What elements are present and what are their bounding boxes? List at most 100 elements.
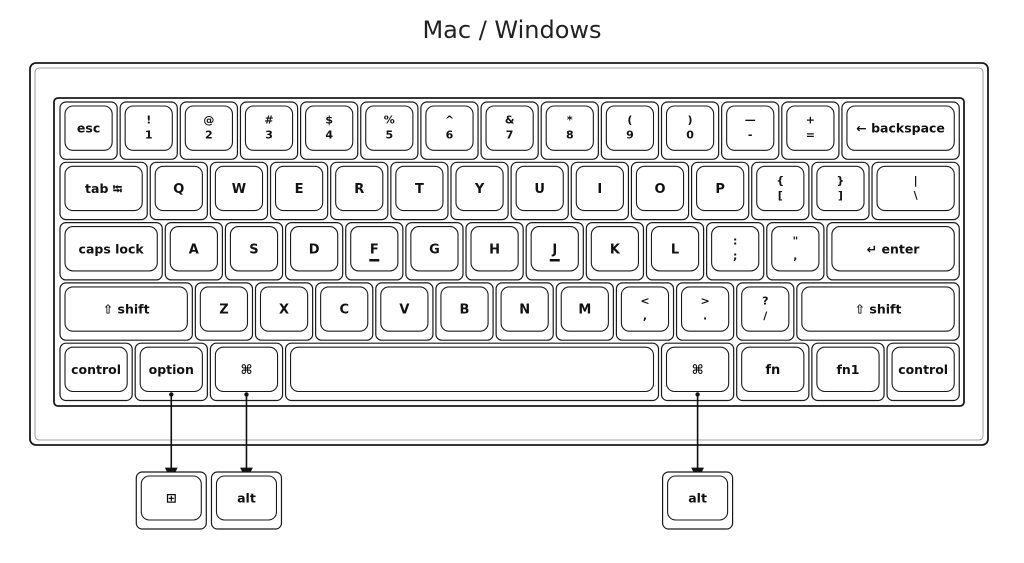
key-legend: S (249, 242, 258, 257)
key-legend: F (370, 242, 379, 257)
key-3: #3 (239, 101, 299, 160)
key-u: U (510, 161, 569, 221)
key-legend: R (354, 182, 364, 197)
key-top-legend: ? (762, 295, 768, 308)
key-y: Y (450, 161, 509, 221)
key-capslock: caps lock (59, 222, 163, 281)
key-rcmd: ⌘ (660, 342, 735, 402)
key-legend: T (415, 182, 424, 197)
key-legend: fn (765, 363, 780, 378)
key-p: P (690, 161, 750, 221)
key-f: F (345, 222, 404, 281)
key-fn1: fn1 (811, 342, 885, 402)
key-legend: M (578, 303, 591, 318)
key-s: S (224, 222, 284, 281)
key-esc: esc (59, 101, 118, 160)
key-legend: X (279, 303, 289, 318)
key-c: C (315, 282, 374, 341)
key-bottom-legend: ] (838, 189, 843, 202)
key-top-legend: > (701, 295, 710, 308)
key-a: A (164, 222, 224, 281)
key-legend: control (898, 362, 948, 377)
key-5: %5 (360, 101, 419, 160)
key-legend: ↵ enter (867, 241, 921, 256)
key-legend: ⌘ (240, 363, 252, 378)
key-option: option (134, 342, 208, 402)
key-bottom-legend: . (703, 310, 707, 323)
key-top-legend: " (792, 234, 798, 247)
mapping-dot-win (169, 392, 174, 397)
key-top-legend: ) (688, 114, 693, 127)
key-o: O (630, 161, 690, 221)
key-bottom-legend: 9 (626, 129, 634, 142)
key-x: X (254, 282, 314, 341)
key-9: (9 (600, 101, 660, 160)
key-z: Z (194, 282, 254, 341)
key-legend: J (551, 242, 557, 257)
key-slash: ?/ (736, 282, 795, 341)
key-legend: Q (173, 182, 184, 197)
key-e: E (269, 161, 329, 221)
key-top-legend: $ (325, 114, 333, 127)
key-g: G (405, 222, 464, 281)
key-legend: Y (474, 182, 485, 197)
key-bottom-legend: [ (778, 189, 783, 202)
key-legend: ⊞ (166, 492, 177, 507)
key-h: H (465, 222, 524, 281)
key-4: $4 (300, 101, 359, 160)
key-legend: caps lock (79, 241, 145, 256)
key-fn: fn (736, 342, 810, 402)
key-semicolon: :; (706, 222, 765, 281)
key-i: I (570, 161, 630, 221)
key-legend: N (519, 303, 530, 318)
key-top-legend: | (914, 174, 918, 187)
key-tab: tab ⭾ (59, 161, 148, 221)
key-bottom-legend: 0 (686, 129, 694, 142)
key-comma: <, (615, 282, 675, 341)
key-0: )0 (660, 101, 720, 160)
key-top-legend: + (806, 114, 815, 127)
key-t: T (390, 161, 449, 221)
mapping-dot-alt-left (244, 392, 249, 397)
windows-key-win: ⊞ (135, 471, 207, 530)
key-lbracket: {[ (751, 161, 810, 221)
key-top-legend: ( (627, 114, 632, 127)
key-rshift: ⇧ shift (796, 282, 960, 341)
key-legend: P (715, 182, 725, 197)
key-bottom-legend: 2 (205, 129, 213, 142)
key-bottom-legend: \ (914, 189, 919, 202)
key-bottom-legend: 6 (446, 129, 454, 142)
key-top-legend: * (567, 114, 573, 127)
key-lcontrol: control (59, 342, 133, 402)
windows-key-alt-right: alt (661, 471, 734, 530)
key-r: R (330, 161, 389, 221)
key-bottom-legend: / (763, 310, 768, 323)
key-v: V (375, 282, 434, 341)
key-bottom-legend: 7 (506, 129, 514, 142)
windows-key-group: ⊞ alt alt (135, 471, 734, 530)
key-legend: D (309, 242, 320, 257)
key-legend: I (597, 182, 602, 197)
key-legend: option (149, 362, 194, 377)
key-top-legend: % (384, 114, 395, 127)
key-top-legend: @ (203, 114, 214, 127)
key-bottom-legend: - (748, 129, 753, 142)
key-top-legend: < (640, 295, 649, 308)
connector-group (164, 392, 704, 481)
key-top-legend: { (776, 174, 784, 187)
key-q: Q (149, 161, 208, 221)
key-legend: esc (77, 121, 100, 136)
key-m: M (555, 282, 614, 341)
key-b: B (435, 282, 494, 341)
key-k: K (585, 222, 645, 281)
key-equal: += (781, 101, 840, 160)
key-2: @2 (179, 101, 239, 160)
key-legend: alt (688, 491, 707, 506)
key-bottom-legend: = (806, 129, 815, 142)
key-backspace: ← backspace (841, 101, 960, 160)
windows-key-alt-left: alt (210, 471, 283, 530)
key-bottom-legend: , (793, 249, 797, 262)
key-bottom-legend: 3 (265, 129, 273, 142)
key-bottom-legend: 1 (145, 129, 153, 142)
